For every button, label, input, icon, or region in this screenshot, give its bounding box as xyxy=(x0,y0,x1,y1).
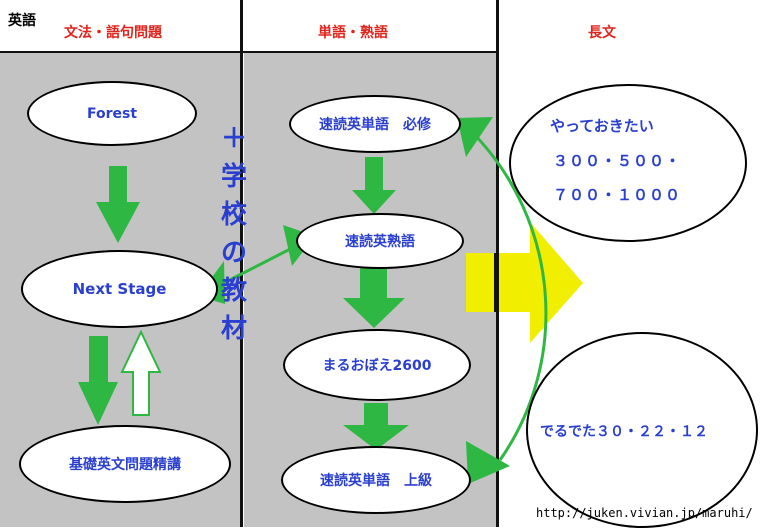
curved-arrow-head-bottom xyxy=(466,441,510,484)
book-deru-deta-label: でるでた３０・２２・１２ xyxy=(540,424,708,440)
book-sokudoku-jokyu: 速読英単語 上級 xyxy=(281,446,471,514)
school-materials-char: 学 xyxy=(220,162,247,192)
book-sokudoku-hisshu: 速読英単語 必修 xyxy=(289,95,461,153)
book-yatte-okitai-circle xyxy=(509,84,747,242)
book-maru-oboe: まるおぼえ2600 xyxy=(283,329,471,401)
hollow-arrow-up xyxy=(120,329,162,416)
book-yatte-okitai-line3: ７００・１０００ xyxy=(553,186,682,204)
book-sokudoku-jukugo-label: 速読英熟語 xyxy=(345,234,415,250)
header-vocab: 単語・熟語 xyxy=(318,25,388,41)
yellow-arrow-divider xyxy=(494,253,499,312)
school-materials-char: 材 xyxy=(220,314,247,344)
book-kiso-label: 基礎英文問題精講 xyxy=(69,457,181,473)
school-materials-char: 校 xyxy=(220,200,247,230)
book-maru-oboe-label: まるおぼえ2600 xyxy=(322,358,432,374)
book-forest: Forest xyxy=(27,81,197,146)
book-sokudoku-jukugo: 速読英熟語 xyxy=(296,213,464,269)
green-arrow-down-5 xyxy=(343,403,409,450)
header-grammar: 文法・語句問題 xyxy=(64,25,162,41)
curved-arrow-arc xyxy=(468,128,548,461)
green-arrow-down-4 xyxy=(343,266,405,328)
book-yatte-okitai-line2: ３００・５００・ xyxy=(553,152,682,170)
book-forest-label: Forest xyxy=(86,105,138,122)
school-materials-char: 教 xyxy=(220,276,247,306)
book-sokudoku-jokyu-label: 速読英単語 上級 xyxy=(320,473,432,489)
book-next-stage: Next Stage xyxy=(21,250,218,328)
yellow-arrow xyxy=(466,222,583,343)
site-url: http://juken.vivian.jp/maruhi/ xyxy=(536,506,753,520)
green-arrow-down-3 xyxy=(352,157,396,214)
header-long-reading: 長文 xyxy=(588,25,616,41)
school-materials-char: の xyxy=(220,238,247,268)
subject-label: 英語 xyxy=(8,13,36,29)
school-materials-char: ＋ xyxy=(220,124,247,154)
curved-arrow-head-top xyxy=(457,117,493,157)
column-divider-1 xyxy=(240,0,243,527)
double-arrow-line xyxy=(211,242,301,291)
book-yatte-okitai-line1: やっておきたい xyxy=(550,117,654,135)
book-next-stage-label: Next Stage xyxy=(72,280,167,298)
school-materials-text: ＋ 学 校 の 教 材 xyxy=(219,120,249,348)
green-arrow-down-2 xyxy=(78,336,118,425)
header-divider xyxy=(0,51,499,53)
green-arrow-down-1 xyxy=(96,166,140,243)
book-deru-deta-circle xyxy=(526,332,758,528)
book-sokudoku-hisshu-label: 速読英単語 必修 xyxy=(319,117,431,133)
book-kiso: 基礎英文問題精講 xyxy=(19,425,231,503)
